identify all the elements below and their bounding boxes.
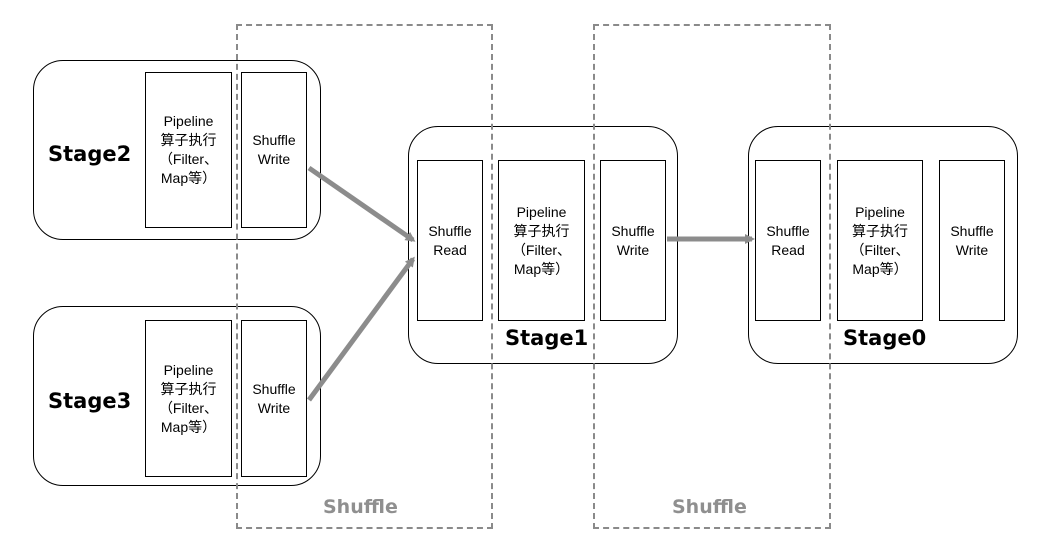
- arrow-stage2-to-stage1: [307, 165, 416, 243]
- stage3-pipeline-line-2: 算子执行: [160, 380, 217, 397]
- stage1-pipeline-line-2: 算子执行: [513, 222, 570, 239]
- stage2-pipeline-box: Pipeline 算子执行 （Filter、 Map等）: [145, 72, 232, 228]
- stage0-write-line-2: Write: [955, 241, 989, 258]
- stage2-pipeline-line-3: （Filter、: [158, 151, 219, 167]
- stage1-shuffle-write-box: Shuffle Write: [600, 160, 666, 321]
- stage3-pipeline-line-4: Map等）: [160, 418, 217, 435]
- stage2-shuffle-write-box: Shuffle Write: [241, 72, 307, 228]
- shuffle-region-1-label: Shuffle: [323, 496, 398, 518]
- stage1-read-line-1: Shuffle: [428, 222, 472, 239]
- stage2-pipeline-line-1: Pipeline: [163, 113, 214, 129]
- stage0-shuffle-write-box: Shuffle Write: [939, 160, 1005, 321]
- stage2-container: [33, 60, 321, 240]
- stage3-pipeline-box: Pipeline 算子执行 （Filter、 Map等）: [145, 320, 232, 477]
- stage1-read-line-2: Read: [433, 241, 467, 258]
- stage1-pipeline-box: Pipeline 算子执行 （Filter、 Map等）: [498, 160, 585, 321]
- stage3-pipeline-line-1: Pipeline: [163, 361, 214, 378]
- stage1-container: [408, 126, 678, 364]
- stage0-label: Stage0: [843, 326, 927, 350]
- stage0-write-line-1: Shuffle: [950, 222, 994, 239]
- shuffle-region-1: [236, 24, 493, 529]
- stage3-label: Stage3: [48, 389, 132, 413]
- stage1-pipeline-line-3: （Filter、: [511, 241, 572, 258]
- stage1-shuffle-read-box: Shuffle Read: [417, 160, 483, 321]
- stage2-label: Stage2: [48, 142, 132, 166]
- stage0-read-line-1: Shuffle: [766, 222, 810, 239]
- stage0-pipeline-box: Pipeline 算子执行 （Filter、 Map等）: [837, 160, 923, 321]
- stage2-write-line-1: Shuffle: [252, 132, 296, 148]
- stage1-label: Stage1: [505, 326, 589, 350]
- stage0-container: [748, 126, 1018, 364]
- stage0-pipeline-line-4: Map等）: [852, 260, 908, 277]
- stage3-pipeline-line-3: （Filter、: [158, 399, 219, 416]
- stage3-shuffle-write-box: Shuffle Write: [241, 320, 307, 477]
- stage1-pipeline-line-4: Map等）: [513, 260, 570, 277]
- stage2-pipeline-line-2: 算子执行: [160, 132, 217, 148]
- stage0-shuffle-read-box: Shuffle Read: [755, 160, 821, 321]
- shuffle-region-2: [593, 24, 831, 529]
- stage1-write-line-2: Write: [616, 241, 650, 258]
- stage0-pipeline-line-2: 算子执行: [852, 222, 908, 239]
- stage0-pipeline-line-3: （Filter、: [850, 241, 910, 258]
- stage0-pipeline-line-1: Pipeline: [855, 203, 905, 220]
- stage1-pipeline-line-1: Pipeline: [516, 203, 567, 220]
- stage0-read-line-2: Read: [771, 241, 805, 258]
- arrow-stage3-to-stage1: [306, 256, 416, 402]
- stage1-write-line-1: Shuffle: [611, 222, 655, 239]
- stage2-write-line-2: Write: [257, 151, 291, 167]
- stage3-write-line-2: Write: [257, 399, 291, 416]
- stage2-pipeline-line-4: Map等）: [160, 170, 217, 186]
- stage3-container: [33, 306, 321, 486]
- shuffle-region-2-label: Shuffle: [672, 496, 747, 518]
- stage3-write-line-1: Shuffle: [252, 380, 296, 397]
